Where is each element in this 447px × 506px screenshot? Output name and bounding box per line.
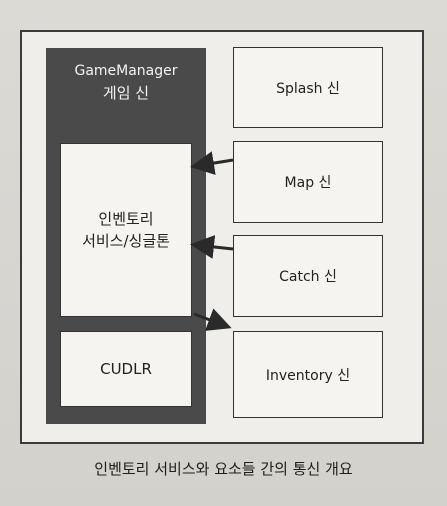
game-manager-subtitle: 게임 신 bbox=[102, 84, 150, 102]
game-manager-title: GameManager bbox=[74, 63, 178, 79]
splash-scene-box: Splash 신 bbox=[233, 47, 383, 128]
inventory-service-label-line1: 인벤토리 bbox=[98, 210, 154, 228]
splash-scene-label: Splash 신 bbox=[276, 80, 340, 97]
inventory-scene-label: Inventory 신 bbox=[265, 367, 351, 384]
map-scene-box: Map 신 bbox=[233, 141, 383, 223]
map-scene-label: Map 신 bbox=[284, 175, 332, 191]
figure-caption: 인벤토리 서비스와 요소들 간의 통신 개요 bbox=[94, 460, 353, 478]
inventory-service-box: 인벤토리 서비스/싱글톤 bbox=[60, 143, 192, 317]
cudlr-label: CUDLR bbox=[100, 360, 152, 378]
inventory-scene-box: Inventory 신 bbox=[233, 331, 383, 418]
cudlr-box: CUDLR bbox=[60, 331, 192, 407]
catch-scene-box: Catch 신 bbox=[233, 235, 383, 317]
catch-scene-label: Catch 신 bbox=[279, 269, 337, 285]
inventory-service-label-line2: 서비스/싱글톤 bbox=[82, 232, 170, 250]
